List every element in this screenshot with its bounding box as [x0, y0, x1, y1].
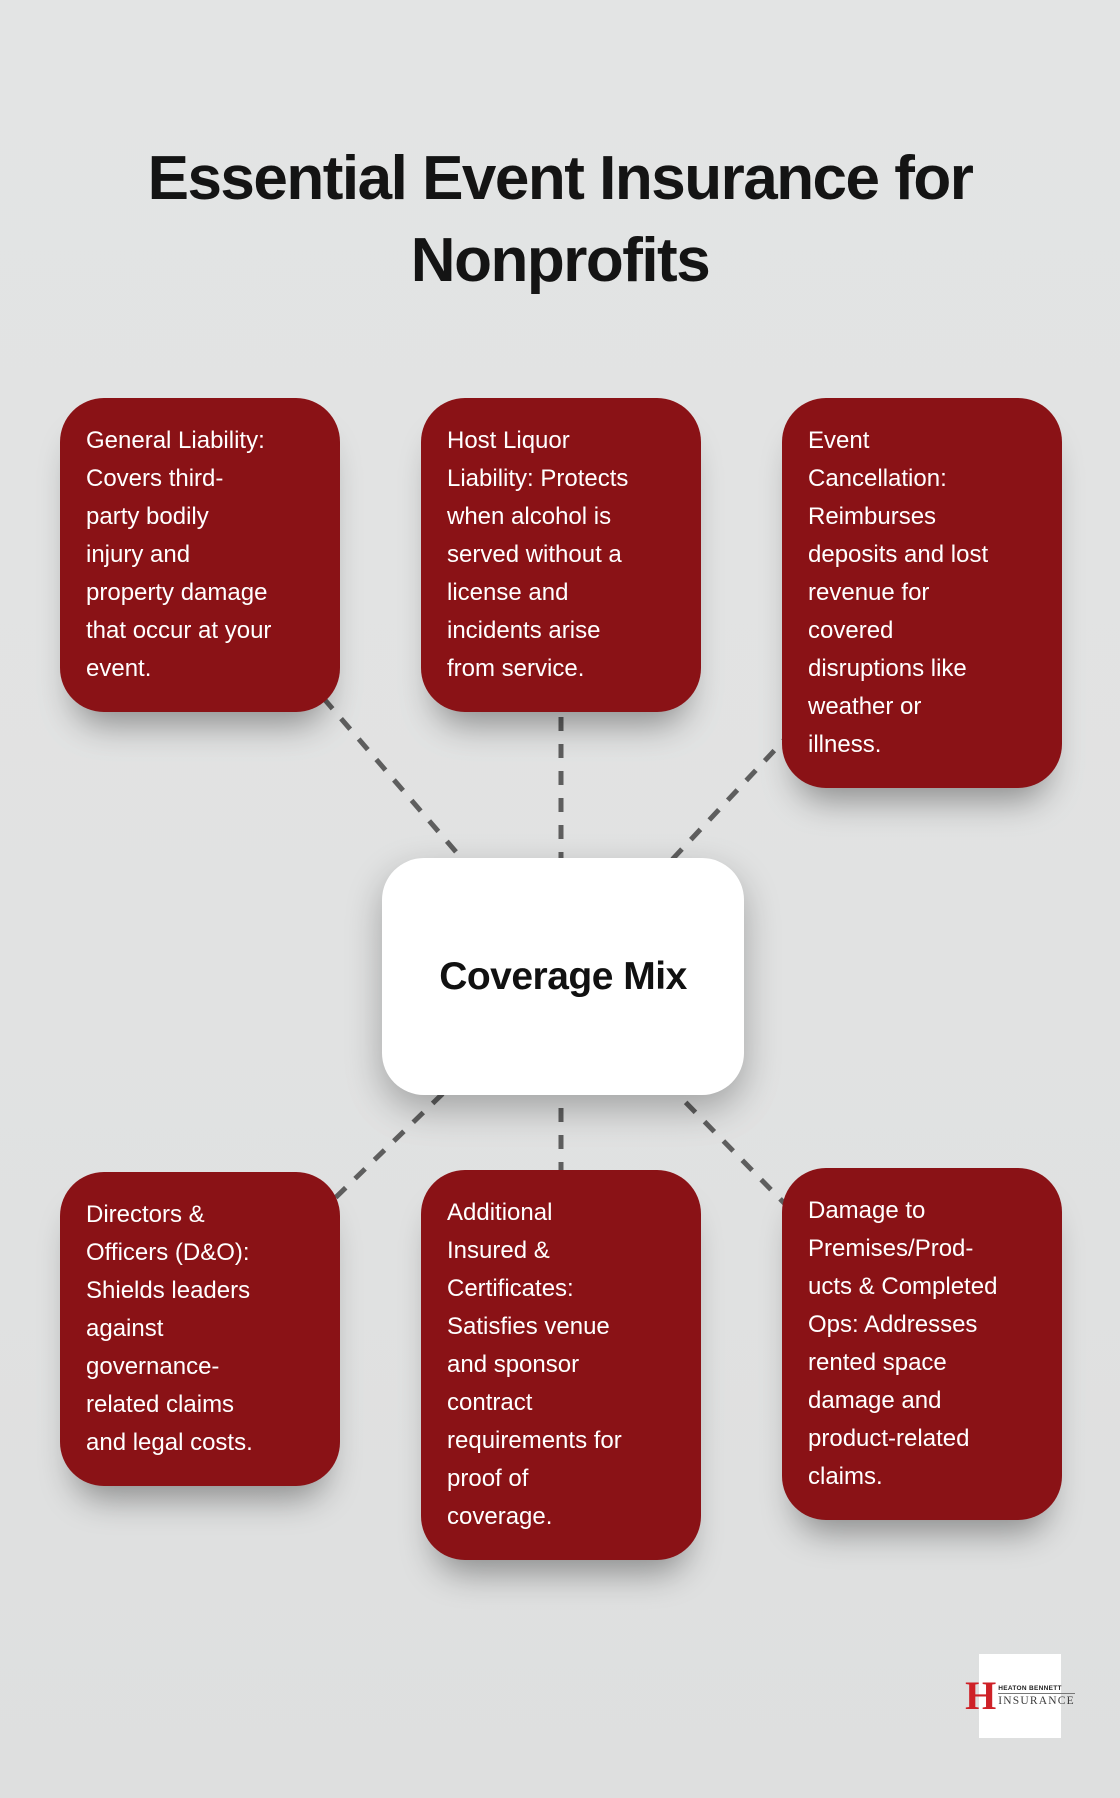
- node-host-liquor-liability: Host Liquor Liability: Protects when alc…: [421, 398, 701, 712]
- company-logo: H HEATON BENNETT INSURANCE: [965, 1654, 1075, 1738]
- center-node-label: Coverage Mix: [439, 954, 687, 998]
- node-damage-premises: Damage to Premises/Prod- ucts & Complete…: [782, 1168, 1062, 1520]
- node-additional-insured: Additional Insured & Certificates: Satis…: [421, 1170, 701, 1560]
- node-directors-officers: Directors & Officers (D&O): Shields lead…: [60, 1172, 340, 1486]
- node-general-liability: General Liability: Covers third- party b…: [60, 398, 340, 712]
- logo-monogram-h: H: [965, 1673, 997, 1718]
- logo-text-block: HEATON BENNETT INSURANCE: [998, 1685, 1075, 1708]
- company-logo-inner: H HEATON BENNETT INSURANCE: [965, 1673, 1075, 1718]
- center-node-coverage-mix: Coverage Mix: [382, 858, 744, 1095]
- logo-insurance-word: INSURANCE: [998, 1695, 1075, 1708]
- page-title: Essential Event Insurance for Nonprofits: [147, 143, 974, 295]
- node-event-cancellation: Event Cancellation: Reimburses deposits …: [782, 398, 1062, 788]
- logo-company-name: HEATON BENNETT: [998, 1685, 1075, 1695]
